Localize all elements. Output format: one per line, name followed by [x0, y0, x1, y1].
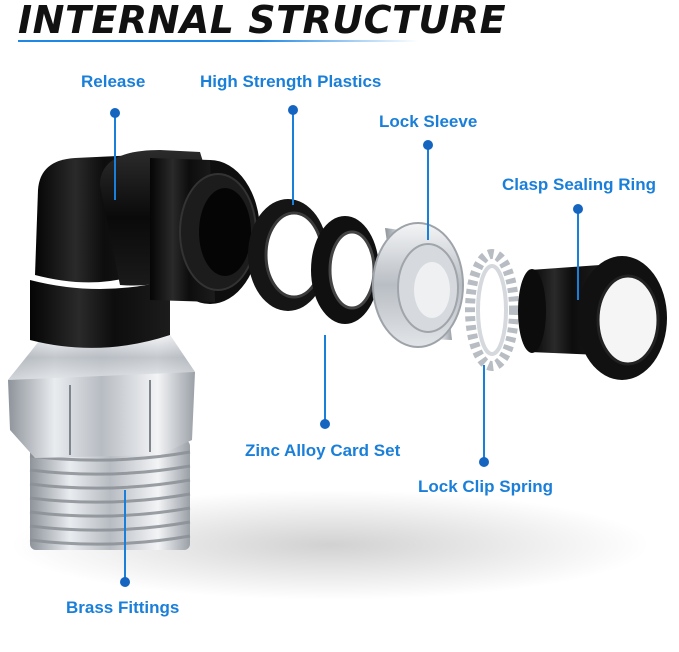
- brass-fittings-part: [8, 335, 195, 550]
- title-underline: [18, 40, 418, 42]
- label-brass-fittings: Brass Fittings: [66, 598, 180, 617]
- lock-sleeve-dot: [423, 140, 433, 150]
- clasp-dot: [573, 204, 583, 214]
- leader-lines: [110, 105, 583, 587]
- label-zinc-alloy-card-set: Zinc Alloy Card Set: [245, 441, 401, 460]
- label-lock-clip-spring: Lock Clip Spring: [418, 477, 554, 496]
- label-release: Release: [81, 72, 146, 91]
- lock-sleeve-part: [372, 222, 464, 348]
- label-clasp-sealing-ring: Clasp Sealing Ring: [502, 175, 656, 194]
- plastics-dot: [288, 105, 298, 115]
- brass-dot: [120, 577, 130, 587]
- high-strength-plastics-part: [248, 199, 328, 311]
- spring-dot: [479, 457, 489, 467]
- lock-clip-spring-part: [465, 249, 519, 371]
- zinc-alloy-card-set-part: [311, 216, 379, 324]
- label-high-strength-plastics: High Strength Plastics: [200, 72, 382, 91]
- release-dot: [110, 108, 120, 118]
- elbow-body-part: [30, 150, 260, 348]
- page-title: INTERNAL STRUCTURE: [18, 0, 507, 42]
- clasp-sealing-ring-part: [518, 256, 667, 380]
- zinc-dot: [320, 419, 330, 429]
- label-lock-sleeve: Lock Sleeve: [379, 112, 478, 131]
